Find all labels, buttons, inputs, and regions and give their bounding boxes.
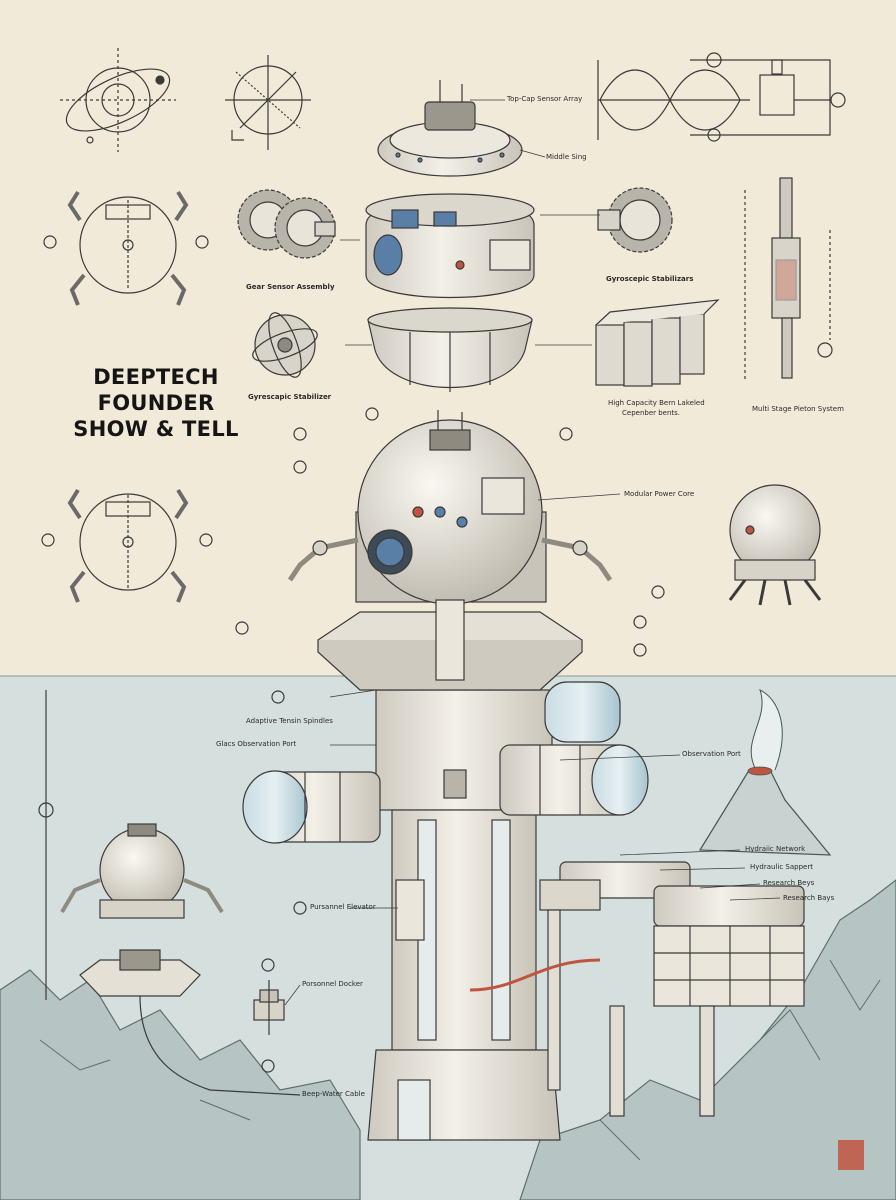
capacitor-banks [595, 299, 720, 387]
page-title: DEEPTECH FOUNDER SHOW & TELL [66, 364, 246, 442]
label-capacitor-2: Cepenber bents. [622, 409, 681, 417]
label-power-core: Modular Power Core [624, 490, 695, 498]
top-platform [317, 599, 583, 691]
label-glass-port: Glacs Observation Port [216, 740, 297, 748]
label-deep-water-cable: Beep-Water Cable [302, 1090, 365, 1098]
label-gear-sensor: Gear Sensor Assembly [246, 283, 335, 291]
gyroscopic-stabilizer-left [252, 312, 318, 378]
claw-schematic-top [43, 190, 209, 306]
seabed-rocks [0, 969, 361, 1200]
label-top-cap: Top-Cap Sensor Array [507, 95, 583, 103]
label-research-bays-1: Research Beys [763, 879, 815, 887]
label-gyro-stabilizers: Gyroscepic Stabilizars [606, 275, 694, 283]
compass-diagram [225, 55, 311, 150]
personnel-docker [253, 980, 285, 1035]
top-cap-sensor-array [377, 80, 523, 177]
callout-leader-lines [284, 99, 781, 1006]
right-observation-pod [499, 744, 649, 816]
piston-system [744, 177, 833, 380]
annotation-icons [235, 407, 665, 1073]
gear-sensor-assembly [237, 189, 336, 259]
depth-scale [38, 690, 54, 1000]
title-line-3: SHOW & TELL [73, 417, 239, 441]
label-capacitor-1: High Capacity Bern Lakeled [608, 399, 705, 407]
wave-circuit-diagram [597, 52, 846, 142]
gyroscopic-stabilizers-right [597, 187, 673, 253]
label-gyro-stabilizer: Gyrescapic Stabilizer [248, 393, 332, 401]
tower-column [367, 689, 561, 1141]
middle-ring-module [365, 193, 535, 299]
label-personnel-elevator: Pursannel Elevator [310, 903, 376, 911]
lower-bowl-module [367, 307, 533, 392]
title-line-2: FOUNDER [97, 391, 215, 415]
label-piston-system: Multi Stage Pieton System [752, 405, 844, 413]
volcano [698, 769, 832, 856]
label-observation-port: Observation Port [682, 750, 741, 758]
label-research-bays-2: Research Bays [783, 894, 835, 902]
title-line-1: DEEPTECH [93, 365, 219, 389]
orbit-diagram [60, 48, 176, 152]
label-hydraulic-support: Hydraulic Sappert [750, 863, 813, 871]
claw-schematic-bottom [41, 488, 213, 603]
label-middle-ring: Middle Sing [546, 153, 587, 161]
research-bays [469, 861, 805, 1117]
left-observation-pod [242, 770, 381, 844]
upper-pod [544, 681, 621, 743]
mini-robot-right [728, 484, 822, 606]
label-tensile-spindles: Adaptive Tensin Spindles [246, 717, 333, 725]
mini-robot-left [60, 823, 301, 1096]
label-personnel-docker: Porsonnel Docker [302, 980, 363, 988]
label-hydraulic-network: Hydraiic Network [745, 845, 806, 853]
artist-seal [838, 1140, 864, 1170]
